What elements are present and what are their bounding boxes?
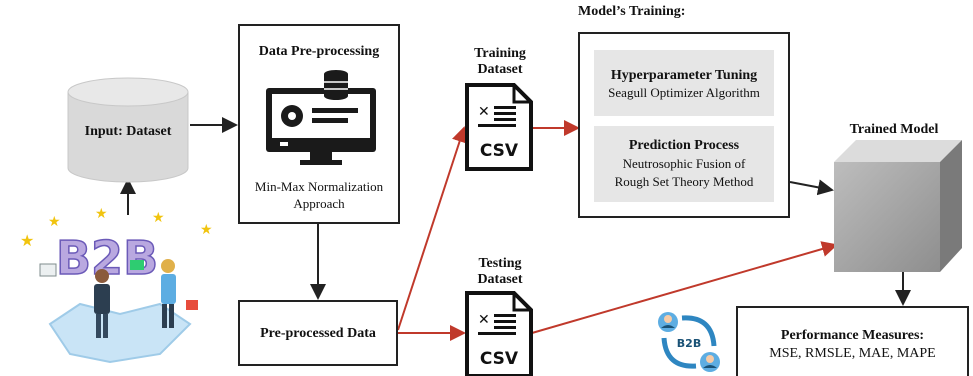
browser-icon [39, 263, 57, 277]
svg-text:✕: ✕ [478, 104, 490, 120]
prediction-line1: Neutrosophic Fusion of [622, 156, 746, 171]
csv-file-icon: ✕ CSV [465, 291, 533, 376]
performance-box: Performance Measures: MSE, RMSLE, MAE, M… [736, 306, 969, 376]
trained-model-label: Trained Model [849, 122, 939, 137]
computer-settings-icon [266, 70, 376, 165]
performance-metrics: MSE, RMSLE, MAE, MAPE [769, 346, 936, 361]
preprocessed-data-box: Pre-processed Data [238, 300, 398, 366]
training-dataset-line2: Dataset [477, 62, 523, 77]
star-icon: ★ [200, 223, 213, 238]
person-head-icon [95, 269, 109, 283]
prediction-line2: Rough Set Theory Method [614, 174, 754, 189]
person-head-icon [161, 259, 175, 273]
preprocessed-label: Pre-processed Data [260, 326, 376, 341]
b2b-exchange-badge: B2B [652, 310, 726, 374]
cube-shape [834, 140, 962, 272]
trained-model-cube [834, 140, 964, 275]
model-training-title: Model’s Training: [578, 4, 686, 19]
preprocessing-method-line2: Approach [293, 196, 345, 211]
b2b-exchange-icon: B2B [658, 312, 720, 372]
testing-dataset-line1: Testing [478, 256, 522, 271]
training-dataset-line1: Training [474, 46, 526, 61]
star-icon: ★ [20, 233, 34, 250]
testing-csv-icon: ✕ CSV [464, 290, 534, 376]
b2b-illustration: B2B ★ ★ ★ ★ ★ [10, 204, 222, 368]
testing-dataset-line2: Dataset [477, 272, 523, 287]
input-dataset-cylinder: Input: Dataset [66, 76, 190, 184]
preprocessing-title: Data Pre-processing [258, 44, 380, 59]
prediction-title: Prediction Process [628, 138, 740, 153]
hyperparameter-text: Seagull Optimizer Algorithm [608, 85, 760, 100]
model-training-box: Hyperparameter Tuning Seagull Optimizer … [578, 32, 790, 218]
training-csv-icon: ✕ CSV [464, 82, 534, 172]
performance-title: Performance Measures: [780, 328, 925, 343]
b2b-scene: B2B ★ ★ ★ ★ ★ [20, 207, 213, 364]
csv-file-icon: ✕ CSV [465, 83, 533, 171]
training-csv-label: CSV [480, 141, 519, 161]
box-icon [186, 300, 198, 310]
cylinder-shape [67, 77, 189, 183]
b2b-logo-text: B2B [56, 231, 158, 285]
star-icon: ★ [95, 207, 108, 222]
person-body-icon [161, 274, 176, 304]
arrow-preprocessed-to-training [397, 126, 468, 331]
person-body-icon [94, 284, 110, 314]
hyperparameter-title: Hyperparameter Tuning [610, 68, 758, 83]
star-icon: ★ [152, 211, 165, 226]
data-preprocessing-box: Data Pre-processing Min-Max Normalizatio… [238, 24, 400, 224]
money-icon [130, 260, 144, 270]
hyperparameter-panel: Hyperparameter Tuning Seagull Optimizer … [594, 50, 774, 116]
input-dataset-label: Input: Dataset [84, 124, 172, 139]
arrow-testing-to-trained-model [531, 241, 838, 334]
prediction-panel: Prediction Process Neutrosophic Fusion o… [594, 126, 774, 202]
preprocessing-method-line1: Min-Max Normalization [254, 179, 384, 194]
arrow-model-to-trained-model [789, 179, 834, 196]
testing-csv-label: CSV [480, 349, 519, 369]
star-icon: ★ [48, 215, 61, 230]
b2b-badge-text: B2B [677, 337, 701, 350]
svg-text:✕: ✕ [478, 312, 490, 328]
